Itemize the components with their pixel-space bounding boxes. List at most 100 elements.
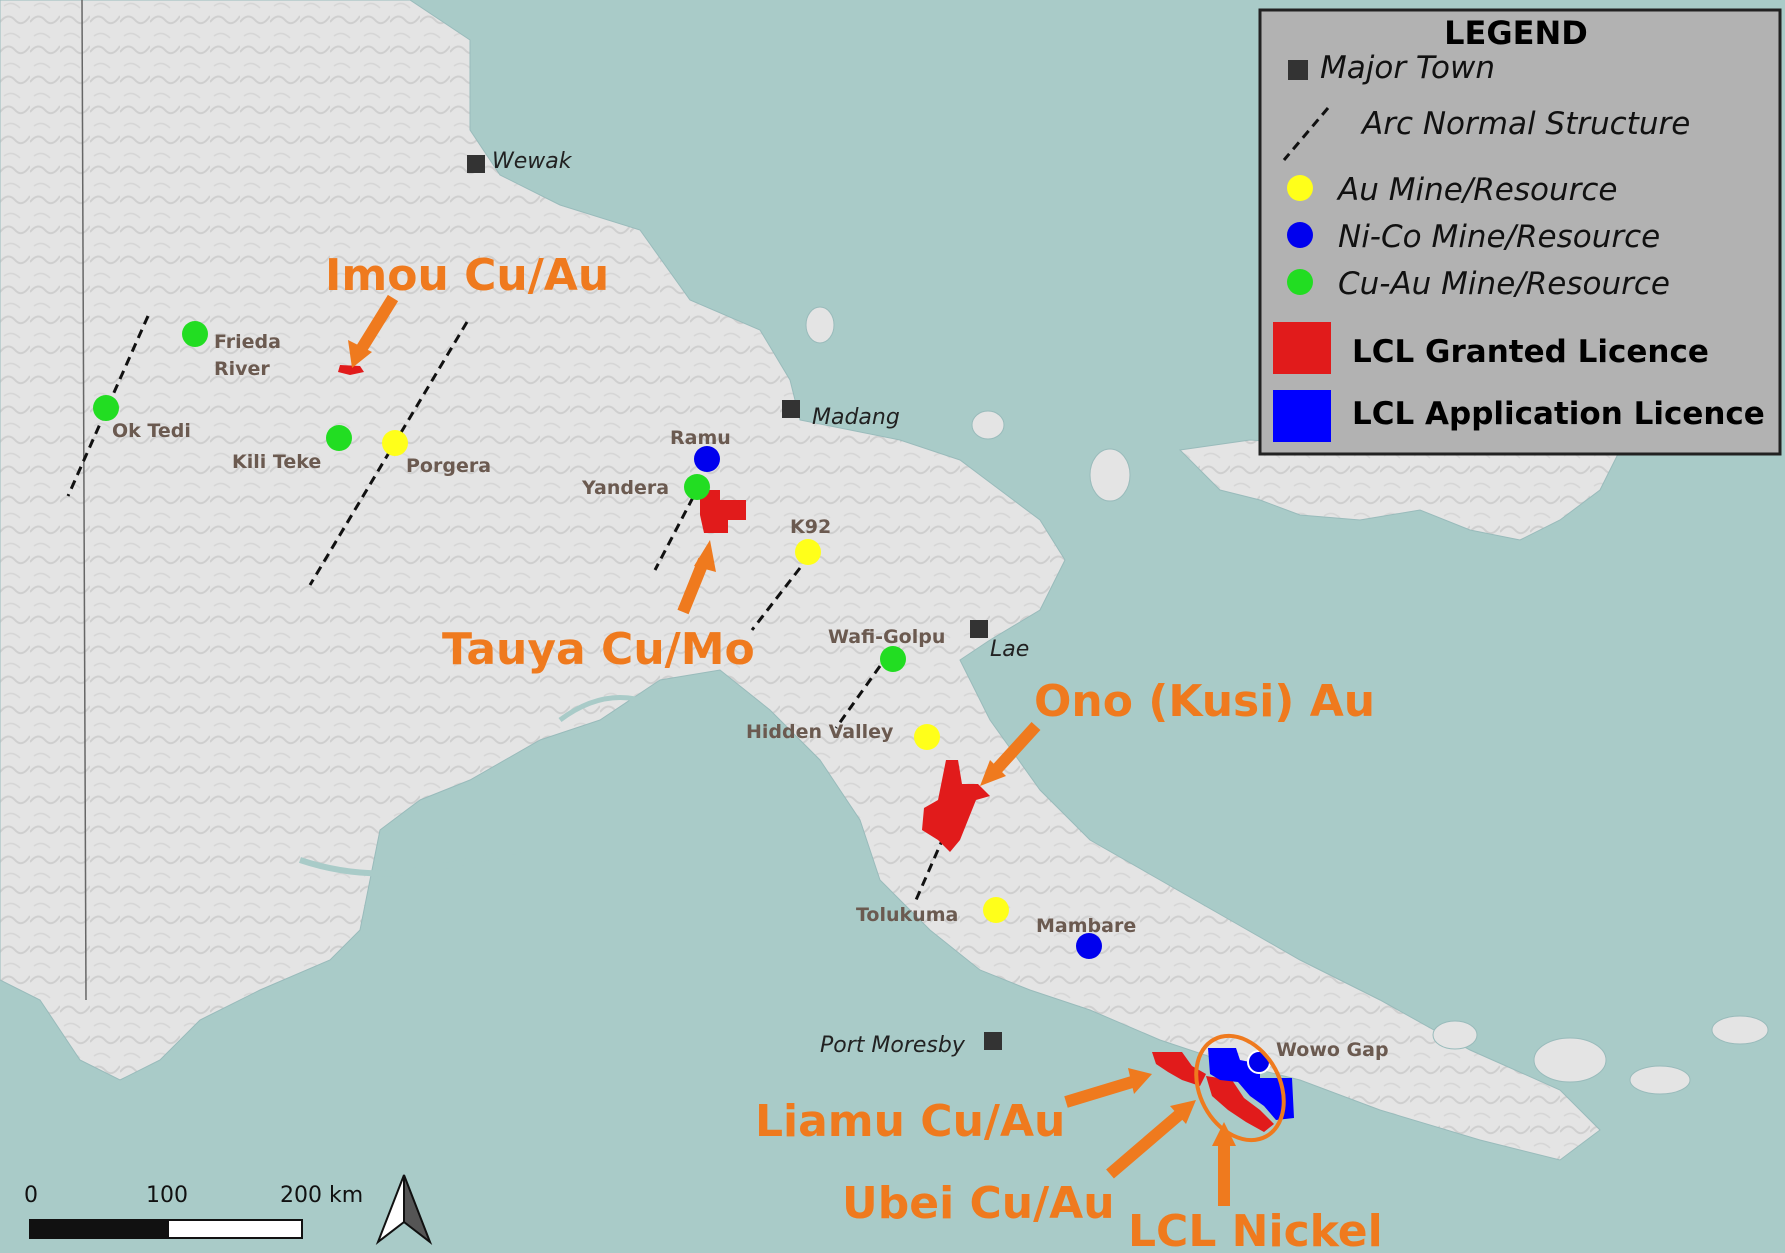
scale-label-100: 100 xyxy=(146,1183,188,1208)
arrow-head-ono xyxy=(980,760,1006,786)
legend-cuau-mine: Cu-Au Mine/Resource xyxy=(1338,266,1670,302)
cuau-marker-frieda-river xyxy=(182,321,208,347)
application-licence-lcl-nickel xyxy=(1208,1048,1294,1120)
project-arrows xyxy=(348,294,1236,1206)
arrow-ubei xyxy=(1106,1109,1184,1179)
project-labels: Imou Cu/Au Tauya Cu/Mo Ono (Kusi) Au Lia… xyxy=(325,250,1383,1253)
cuau-marker-ok-tedi xyxy=(93,395,119,421)
arrow-head-lcl-nickel xyxy=(1212,1122,1236,1146)
arc-structure xyxy=(750,567,802,631)
granted-licence-tauya xyxy=(700,490,746,533)
granted-licence-liamu xyxy=(1152,1052,1206,1086)
deposits: Frieda River Ok Tedi Kili Teke Porgera R… xyxy=(93,321,1389,1074)
licence-areas xyxy=(338,365,1294,1132)
legend-arc-normal-structure: Arc Normal Structure xyxy=(1360,106,1690,142)
island xyxy=(971,410,1005,440)
arrow-head-ubei xyxy=(1170,1100,1196,1124)
arrow-head-tauya xyxy=(694,540,716,572)
legend-arc-symbol xyxy=(1282,107,1330,161)
island xyxy=(805,306,835,344)
scale-bar-black xyxy=(29,1219,169,1239)
town-marker-port-moresby xyxy=(984,1032,1002,1050)
town-label-madang: Madang xyxy=(812,405,900,430)
project-label-imou: Imou Cu/Au xyxy=(325,250,609,301)
arrow-tauya xyxy=(677,557,710,615)
deposit-label-wafi-golpu: Wafi-Golpu xyxy=(828,626,945,648)
scale-bar-white xyxy=(167,1219,303,1239)
river xyxy=(299,847,521,877)
project-label-ubei: Ubei Cu/Au xyxy=(842,1178,1115,1229)
au-marker-k92 xyxy=(795,539,821,565)
town-label-port-moresby: Port Moresby xyxy=(820,1033,966,1058)
deposit-label-yandera: Yandera xyxy=(581,477,669,499)
project-label-tauya: Tauya Cu/Mo xyxy=(442,624,755,675)
legend-application-symbol xyxy=(1273,390,1331,442)
au-marker-hidden-valley xyxy=(914,724,940,750)
legend-cuau-symbol xyxy=(1287,269,1313,295)
legend-au-symbol xyxy=(1287,175,1313,201)
legend: LEGEND Major Town Arc Normal Structure A… xyxy=(1258,8,1782,456)
deposit-label-ok-tedi: Ok Tedi xyxy=(112,420,191,442)
nico-marker-ramu xyxy=(694,446,720,472)
project-label-liamu: Liamu Cu/Au xyxy=(755,1096,1065,1147)
lcl-nickel-highlight-ellipse xyxy=(1194,1033,1286,1143)
arrow-head-imou xyxy=(348,340,372,368)
legend-granted-symbol xyxy=(1273,322,1331,374)
granted-licence-ubei xyxy=(1206,1076,1274,1132)
deposit-label-wowo-gap: Wowo Gap xyxy=(1276,1039,1389,1061)
arrow-liamu xyxy=(1064,1076,1134,1108)
island xyxy=(1629,1065,1691,1095)
legend-application-licence: LCL Application Licence xyxy=(1352,396,1765,432)
scale-label-200: 200 km xyxy=(280,1183,363,1208)
island xyxy=(1711,1015,1769,1045)
towns: Wewak Madang Lae Port Moresby xyxy=(467,149,1029,1058)
legend-au-mine: Au Mine/Resource xyxy=(1336,172,1617,208)
deposit-label-kili-teke: Kili Teke xyxy=(232,451,321,473)
mainland xyxy=(0,0,1601,1161)
deposit-label-ramu: Ramu xyxy=(670,427,731,449)
legend-major-town: Major Town xyxy=(1320,50,1495,86)
scale-bar: 0 100 200 km xyxy=(24,1183,363,1239)
land-layer xyxy=(0,0,1769,1161)
town-marker-wewak xyxy=(467,155,485,173)
legend-town-marker xyxy=(1288,60,1308,80)
deposit-label-mambare: Mambare xyxy=(1036,915,1136,937)
arc-structure xyxy=(834,665,882,729)
north-arrow-icon xyxy=(375,1174,433,1245)
international-border xyxy=(81,0,87,1001)
arrow-ono xyxy=(991,721,1041,775)
deposit-label-hidden-valley: Hidden Valley xyxy=(746,721,894,743)
town-marker-lae xyxy=(970,620,988,638)
cuau-marker-kili-teke xyxy=(326,425,352,451)
town-marker-madang xyxy=(782,400,800,418)
deposit-label-tolukuma: Tolukuma xyxy=(856,904,958,926)
arrow-head-liamu xyxy=(1128,1068,1152,1094)
town-label-lae: Lae xyxy=(990,637,1029,662)
deposit-label-frieda-1: Frieda xyxy=(214,331,281,353)
scale-label-0: 0 xyxy=(24,1183,38,1208)
granted-licence-ono xyxy=(922,760,990,852)
deposit-label-porgera: Porgera xyxy=(406,455,491,477)
town-label-wewak: Wewak xyxy=(492,149,573,174)
project-label-ono: Ono (Kusi) Au xyxy=(1034,676,1375,727)
au-marker-tolukuma xyxy=(983,897,1009,923)
river xyxy=(558,695,641,723)
legend-box xyxy=(1258,8,1782,456)
deposit-label-frieda-2: River xyxy=(214,358,270,380)
island xyxy=(1533,1037,1607,1083)
legend-nico-symbol xyxy=(1287,222,1313,248)
legend-title: LEGEND xyxy=(1444,14,1588,52)
cuau-marker-yandera xyxy=(684,474,710,500)
nico-marker-mambare xyxy=(1076,933,1102,959)
arrow-imou xyxy=(356,294,399,352)
project-label-lcl-nickel: LCL Nickel xyxy=(1128,1206,1383,1253)
deposit-label-k92: K92 xyxy=(790,516,831,538)
granted-licence-imou xyxy=(338,365,364,375)
au-marker-porgera xyxy=(382,430,408,456)
legend-granted-licence: LCL Granted Licence xyxy=(1352,334,1709,370)
island xyxy=(1432,1020,1478,1050)
island xyxy=(1089,448,1131,502)
cuau-marker-wafi-golpu xyxy=(880,646,906,672)
legend-nico-mine: Ni-Co Mine/Resource xyxy=(1338,219,1660,255)
